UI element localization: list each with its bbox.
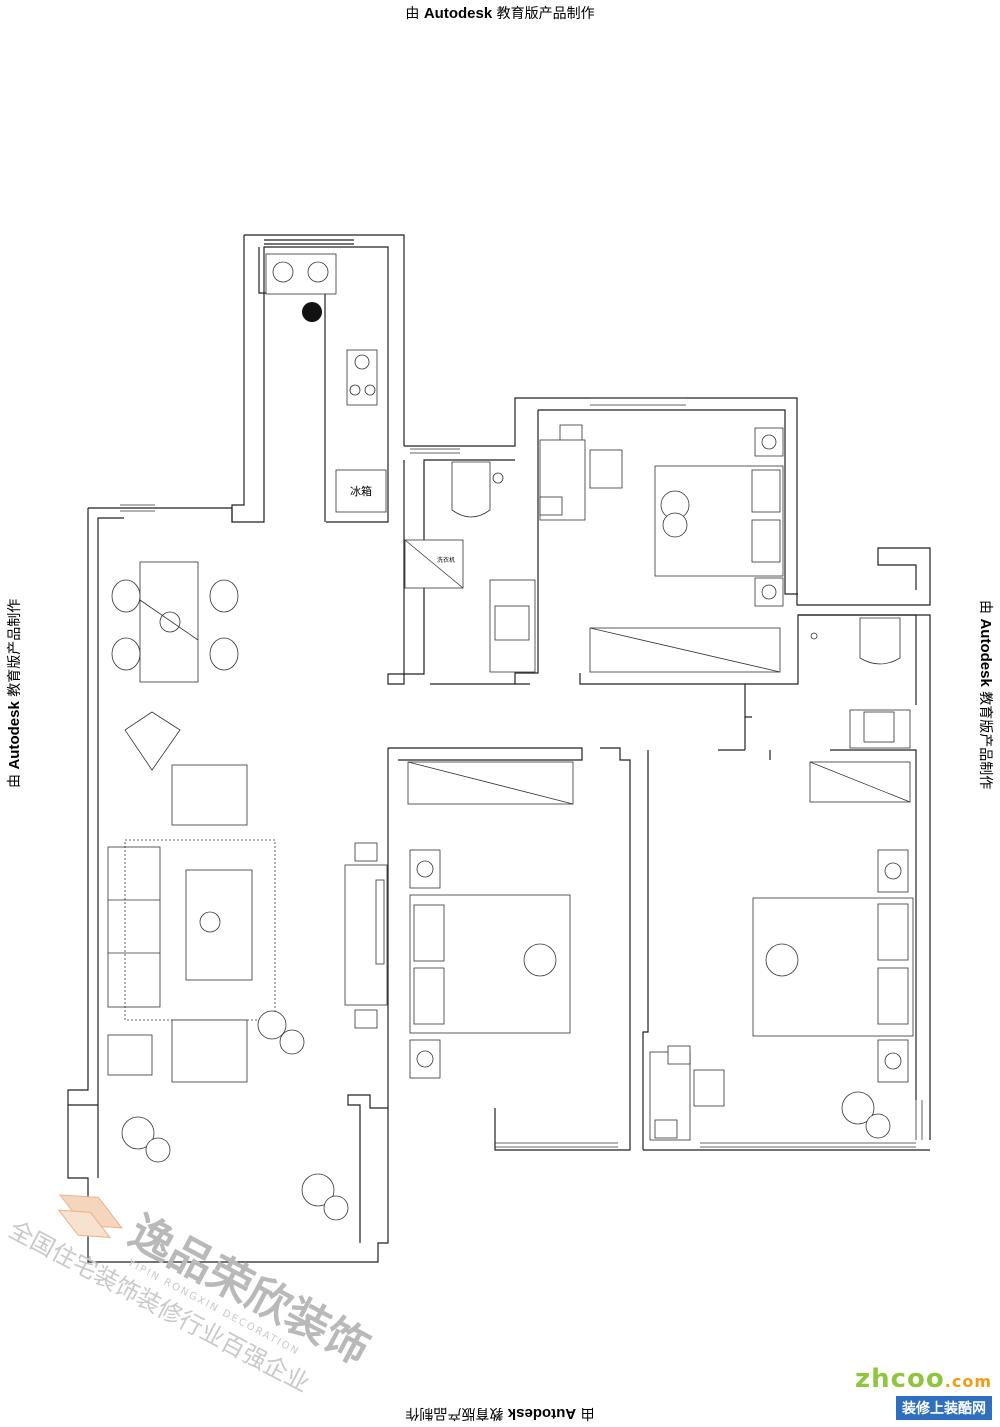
sink-icon	[265, 253, 337, 295]
site-logo: zhcoo.com 装修上装酷网	[855, 1364, 992, 1420]
cushion-icon	[662, 512, 688, 538]
plant-icon	[121, 1116, 155, 1150]
plant-icon	[301, 1173, 335, 1207]
chair-icon	[111, 637, 141, 671]
armchair-icon	[171, 1019, 248, 1083]
site-domain: zhcoo.com	[854, 1364, 992, 1394]
pillow-icon	[877, 903, 909, 961]
pillow-icon	[877, 967, 909, 1025]
fridge-label: 冰箱	[350, 484, 372, 498]
coffee-table-icon	[185, 869, 253, 981]
sofa-icon	[107, 846, 161, 1008]
stove-icon	[346, 349, 378, 406]
bedroom-1	[539, 424, 784, 673]
toilet-icon	[451, 461, 491, 518]
chair-icon	[209, 637, 239, 671]
nightstand-icon	[409, 1039, 441, 1079]
plant-icon	[323, 1195, 349, 1221]
chair-icon	[111, 579, 141, 613]
phone-icon	[539, 496, 563, 516]
side-table-icon	[107, 1034, 153, 1076]
pillow-icon	[751, 469, 781, 513]
nightstand-icon	[877, 849, 909, 893]
plant-icon	[841, 1091, 875, 1125]
pillow-icon	[413, 904, 445, 962]
nightstand-icon	[409, 849, 441, 889]
chair-icon	[209, 579, 239, 613]
kitchen: 冰箱	[265, 253, 387, 513]
autodesk-stamp-top: 由 Autodesk 教育版产品制作	[405, 5, 595, 22]
dining-table	[139, 561, 199, 683]
desk-chair-icon	[589, 449, 623, 489]
plant-icon	[145, 1137, 171, 1163]
walls	[67, 234, 931, 1263]
bedroom-3	[649, 761, 914, 1141]
plant-icon	[279, 1029, 305, 1055]
cushion-icon	[765, 943, 799, 977]
bathroom-1: 洗衣机	[404, 461, 536, 673]
nightstand-icon	[754, 427, 784, 457]
vanity-icon	[489, 579, 536, 673]
plant-icon	[257, 1010, 287, 1040]
plant-icon	[865, 1113, 891, 1139]
speaker-icon	[354, 842, 378, 862]
armchair-icon	[171, 764, 248, 826]
site-slogan: 装修上装酷网	[896, 1396, 992, 1420]
tv-cabinet-icon	[344, 864, 388, 1006]
phone-icon	[654, 1119, 678, 1139]
toilet-icon	[859, 617, 901, 665]
balcony	[121, 1116, 349, 1221]
side-table-icon	[124, 711, 181, 771]
desk-chair-icon	[693, 1069, 725, 1107]
pillow-icon	[413, 967, 445, 1025]
fridge-icon	[335, 469, 387, 513]
bathroom-2	[810, 617, 911, 749]
speaker-icon	[354, 1009, 378, 1029]
person-marker-icon	[302, 302, 322, 322]
cushion-icon	[523, 943, 557, 977]
living-room	[107, 711, 388, 1083]
bedroom-2	[407, 761, 574, 1079]
washer-label: 洗衣机	[437, 556, 455, 564]
phone-icon	[667, 1045, 691, 1065]
nightstand-icon	[754, 577, 784, 607]
nightstand-icon	[877, 1039, 909, 1083]
dining-set	[111, 561, 239, 683]
pillow-icon	[751, 519, 781, 563]
